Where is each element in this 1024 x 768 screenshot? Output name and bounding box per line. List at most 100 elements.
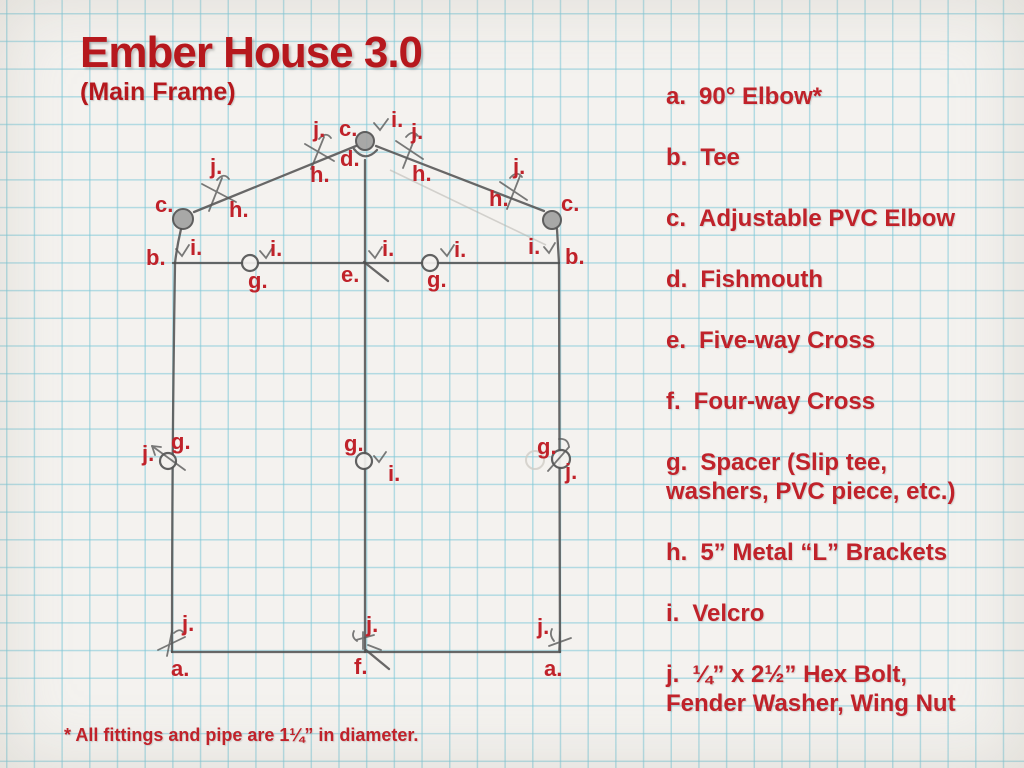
check-eave-5 [543,242,556,255]
check-eave-4 [440,244,455,258]
footnote: * All fittings and pipe are 1¼” in diame… [64,725,419,745]
legend-key: a. [666,83,687,110]
callout-i-post-center: i. [388,461,400,486]
bolt-mark-bottom-center [352,630,375,650]
callout-c-right: c. [561,191,579,216]
callout-g-wall-left: g. [171,429,191,454]
callout-a-bottom-right: a. [544,656,562,681]
callout-h-lower-left: h. [229,197,249,222]
callout-j-roof-lower-right: j. [512,154,525,179]
legend-key: b. [666,144,688,171]
bolt-mark-bottom-left [157,629,186,657]
callout-c-left: c. [155,192,173,217]
spacer-wall-left [158,451,178,471]
parts-legend: a. 90° Elbow* b. Tee c. Adjustable PVC Elbo… [666,82,1001,750]
four-way-cross-mark [364,644,391,671]
callout-d-peak: d. [340,146,360,171]
callout-a-bottom-left: a. [171,656,189,681]
callout-g-post-center: g. [344,431,364,456]
check-eave-2 [259,246,274,260]
callout-i-eave-1: i. [190,235,202,260]
legend-item-c: c. Adjustable PVC Elbow [666,204,1001,233]
spacer-eave-right [420,253,440,273]
callout-i-eave-4: i. [454,237,466,262]
spacer-wall-right [550,448,572,470]
legend-item-d: d. Fishmouth [666,265,1001,294]
callout-j-bottom-right: j. [536,614,549,639]
right-roof-elbow-fitting [542,210,562,230]
legend-label-line2: Fender Washer, Wing Nut [666,690,956,717]
legend-label: Fishmouth [700,266,823,293]
callout-h-lower-right: h. [489,186,509,211]
bracket-mark-upper-left [304,133,335,170]
spacer-erased [525,450,545,470]
check-peak [373,118,389,132]
bracket-mark-lower-right [499,172,528,210]
callout-j-bottom-center: j. [365,612,378,637]
bolt-mark-wall-right [547,438,570,472]
callout-b-left: b. [146,245,166,270]
callout-i-peak: i. [391,107,403,132]
legend-label: Five-way Cross [699,327,876,354]
five-way-cross-leg [362,260,390,283]
legend-item-f: f. Four-way Cross [666,387,1001,416]
legend-item-a: a. 90° Elbow* [666,82,1001,111]
legend-label: 90° Elbow* [699,83,822,110]
callout-j-bottom-left: j. [181,611,194,636]
legend-item-i: i. Velcro [666,599,1001,628]
legend-item-b: b. Tee [666,143,1001,172]
left-roof-elbow-fitting [172,208,194,230]
left-upper-post [173,227,183,265]
spacer-post-center [354,451,374,471]
callout-f-bottom-center: f. [354,654,367,679]
legend-key: h. [666,539,688,566]
check-eave-1 [175,244,190,258]
header: Ember House 3.0 (Main Frame) [80,28,423,107]
bracket-mark-lower-left [201,174,237,212]
callout-j-wall-left: j. [141,441,154,466]
callout-h-upper-right: h. [412,161,432,186]
fishmouth-arc [352,147,379,158]
legend-item-e: e.Five-way Cross [666,326,1001,355]
page-title: Ember House 3.0 [80,28,423,77]
bracket-mark-upper-right [395,131,424,169]
legend-label: Tee [700,144,740,171]
legend-label: Four-way Cross [693,388,876,415]
legend-key: c. [666,205,687,232]
callout-b-right: b. [565,244,585,269]
legend-label: ¼” x 2½” Hex Bolt, [692,661,908,688]
check-eave-3 [368,246,383,260]
bolt-mark-bottom-right [548,628,572,652]
callout-e-center: e. [341,262,359,287]
spacer-eave-left [240,253,260,273]
page-subtitle: (Main Frame) [80,78,236,107]
callout-i-eave-2: i. [270,236,282,261]
legend-key: j. [666,661,680,688]
callout-i-eave-3: i. [382,236,394,261]
legend-key: f. [666,388,681,415]
callout-g-eave-left: g. [248,268,268,293]
legend-label: Spacer (Slip tee, [700,449,888,476]
callout-j-wall-right: j. [564,459,577,484]
callouts: j. c. i. j. d. h. h. j. h. c. j. h. c. b… [141,107,585,681]
legend-item-g: g.Spacer (Slip tee, washers, PVC piece, … [666,448,1001,506]
legend-key: d. [666,266,688,293]
callout-j-roof-upper-right: j. [410,119,423,144]
callout-h-upper-left: h. [310,162,330,187]
callout-j-roof-lower-left: j. [209,154,222,179]
legend-key: i. [666,600,680,627]
legend-label: Velcro [692,600,765,627]
peak-elbow-fitting [355,131,375,151]
legend-label: 5” Metal “L” Brackets [700,539,948,566]
callout-c-peak: c. [339,116,357,141]
legend-label: Adjustable PVC Elbow [699,205,956,232]
roof-left-line [192,144,358,214]
callout-g-wall-right: g. [537,434,557,459]
callout-g-eave-right: g. [427,267,447,292]
legend-item-j: j. ¼” x 2½” Hex Bolt, Fender Washer, Wing… [666,660,1001,718]
check-post-center [373,451,387,464]
callout-j-roof-upper-left: j. [312,117,325,142]
bolt-mark-wall-left [151,445,186,471]
